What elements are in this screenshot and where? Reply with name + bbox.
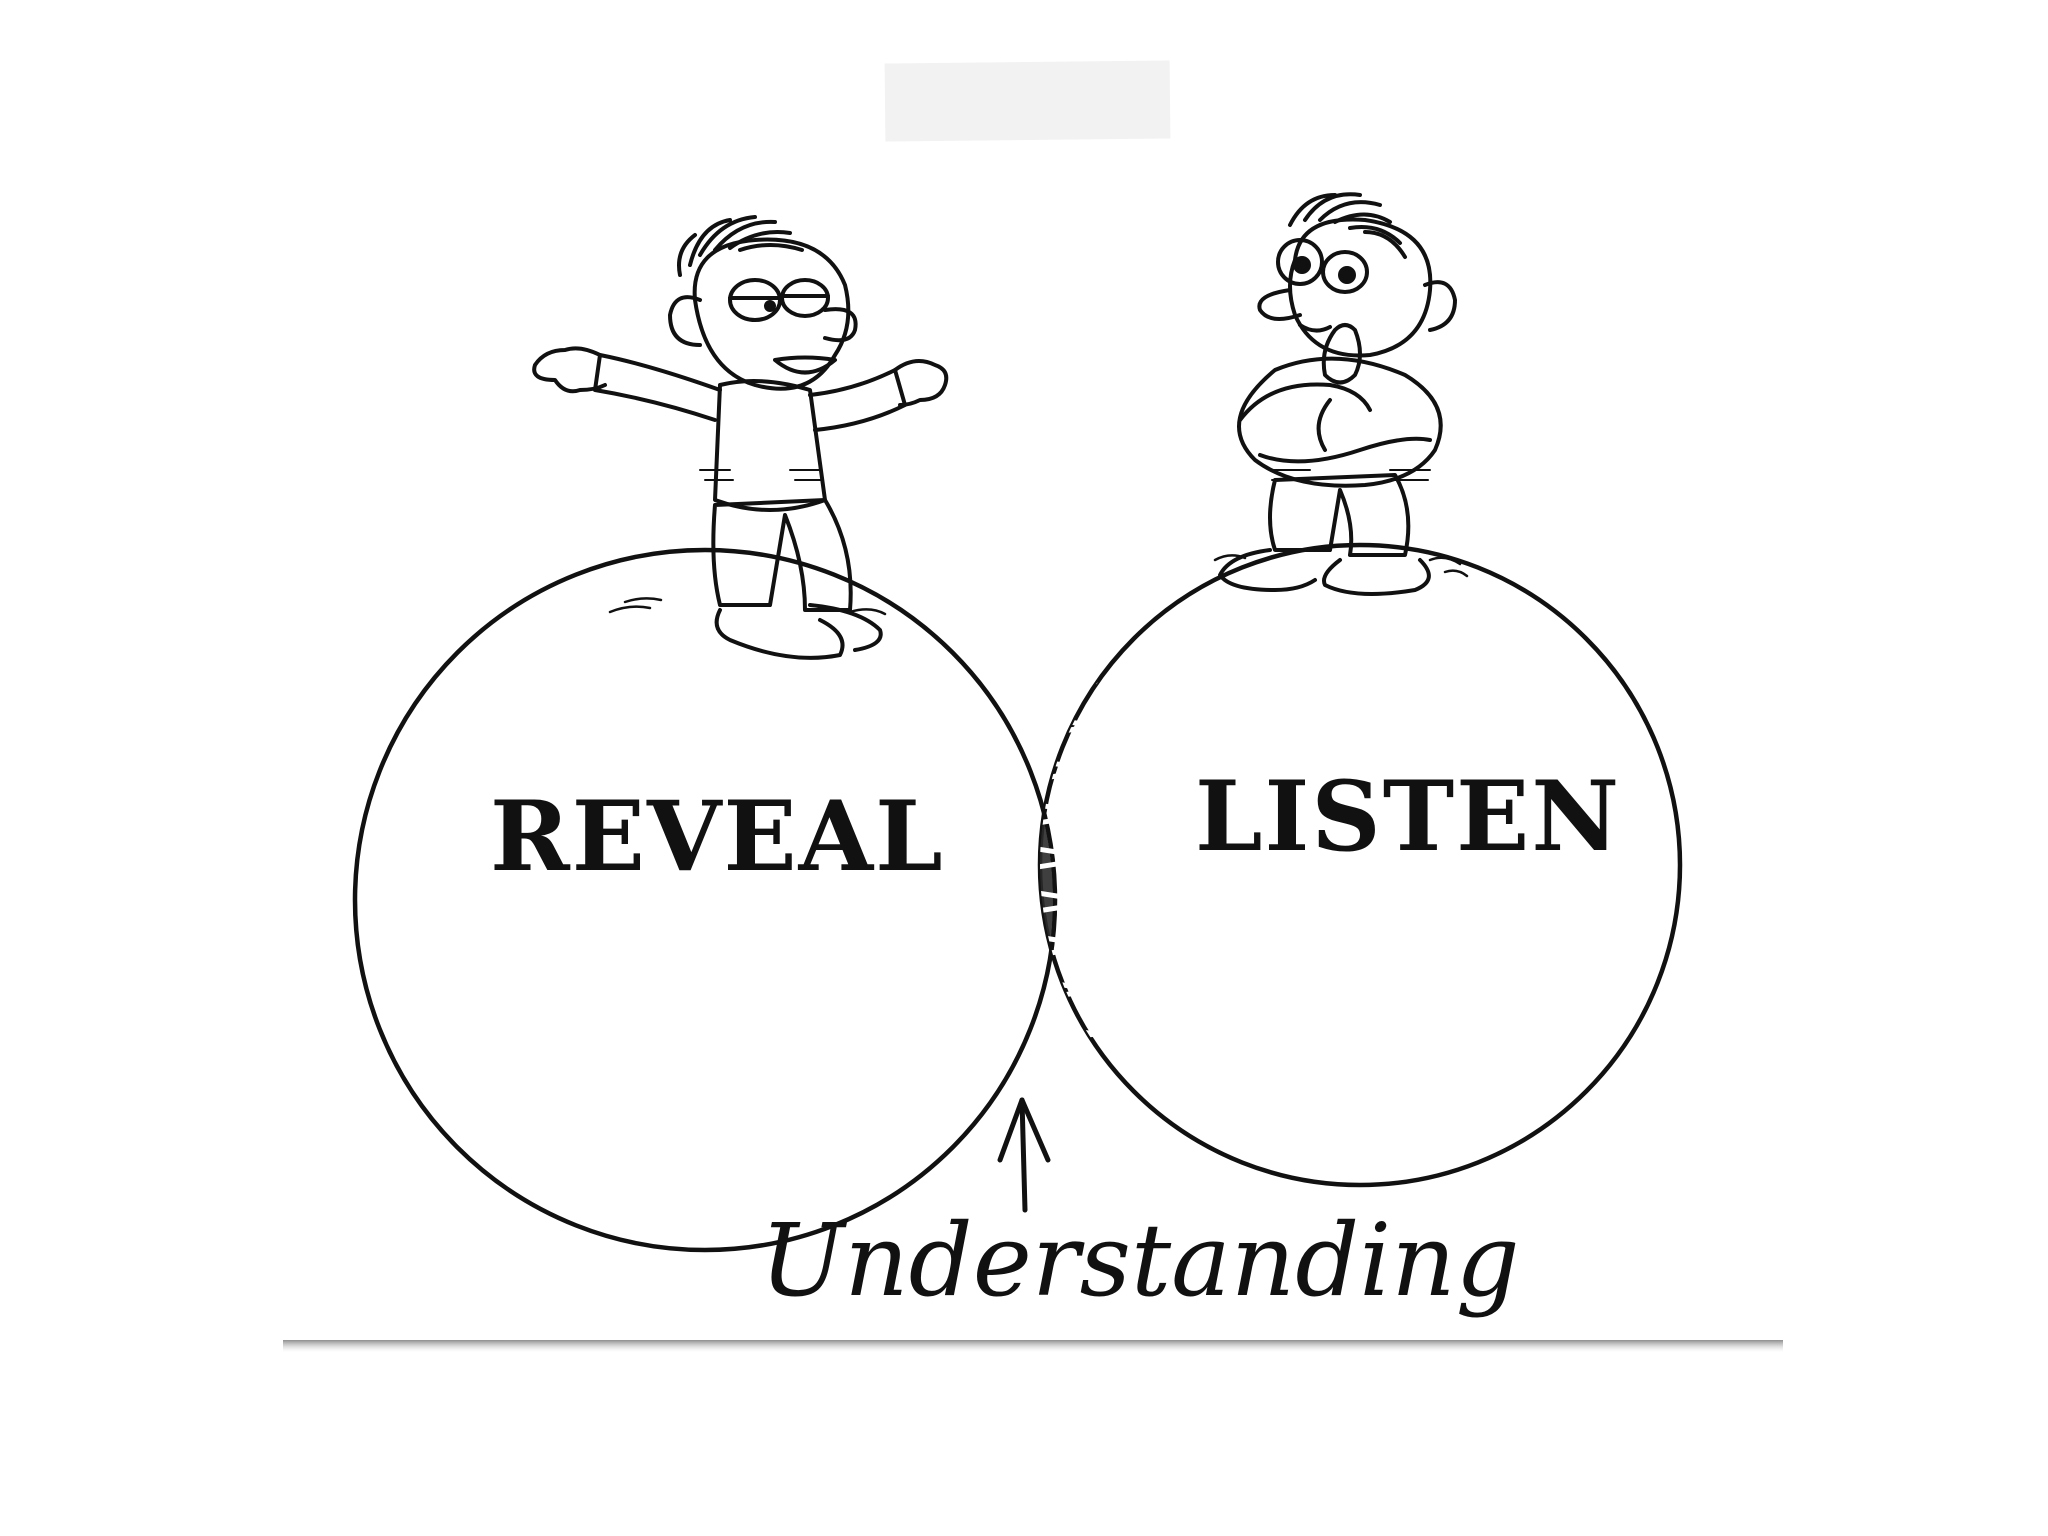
reveal-ear <box>668 295 702 347</box>
reveal-mouth <box>773 355 837 375</box>
reveal-label: REVEAL <box>490 780 945 893</box>
listen-mouth <box>1298 323 1332 333</box>
listen-eye-left <box>1276 238 1324 286</box>
reveal-hand-left <box>532 346 607 394</box>
ground-marks-left <box>608 597 887 616</box>
listen-shoes <box>1218 548 1431 596</box>
venn-diagram <box>352 542 1683 1253</box>
scribble-stroke <box>1040 657 1098 1081</box>
listen-legs <box>1268 473 1411 557</box>
reveal-hair <box>677 215 804 277</box>
reveal-arm-left <box>593 353 722 422</box>
understanding-label: Understanding <box>760 1202 1520 1319</box>
reveal-circle <box>352 547 1058 1253</box>
listen-label: LISTEN <box>1195 760 1621 873</box>
reveal-arm-right <box>808 368 907 432</box>
listen-hair <box>1288 192 1407 259</box>
reveal-legs <box>711 498 853 612</box>
paper-card <box>283 60 1783 1352</box>
reveal-sweater-lines <box>699 469 822 481</box>
reveal-eyelids <box>728 294 830 300</box>
arrow-shaft <box>1019 1097 1028 1213</box>
listen-torso <box>1237 356 1443 488</box>
listen-figure <box>1218 192 1457 596</box>
listen-hand-chin <box>1321 323 1362 385</box>
card-bottom-shadow <box>283 1340 1783 1352</box>
arrow-head <box>997 1097 1051 1163</box>
listen-pupil-left <box>1293 256 1311 274</box>
intersection-lens <box>1040 552 1098 1185</box>
reveal-hand-right <box>893 359 949 407</box>
reveal-shoes <box>714 603 883 660</box>
listen-ear <box>1423 280 1457 332</box>
reveal-figure <box>532 215 949 660</box>
reveal-nose <box>823 307 858 343</box>
listen-nose <box>1257 288 1302 321</box>
up-arrow <box>997 1097 1051 1213</box>
listen-pupil-right <box>1338 266 1356 284</box>
intersection-scribble <box>1040 657 1098 1081</box>
listen-eye-right <box>1321 250 1369 294</box>
listen-folded-arms <box>1238 382 1432 464</box>
reveal-pupils <box>764 300 776 312</box>
tape-strip <box>884 60 1171 142</box>
